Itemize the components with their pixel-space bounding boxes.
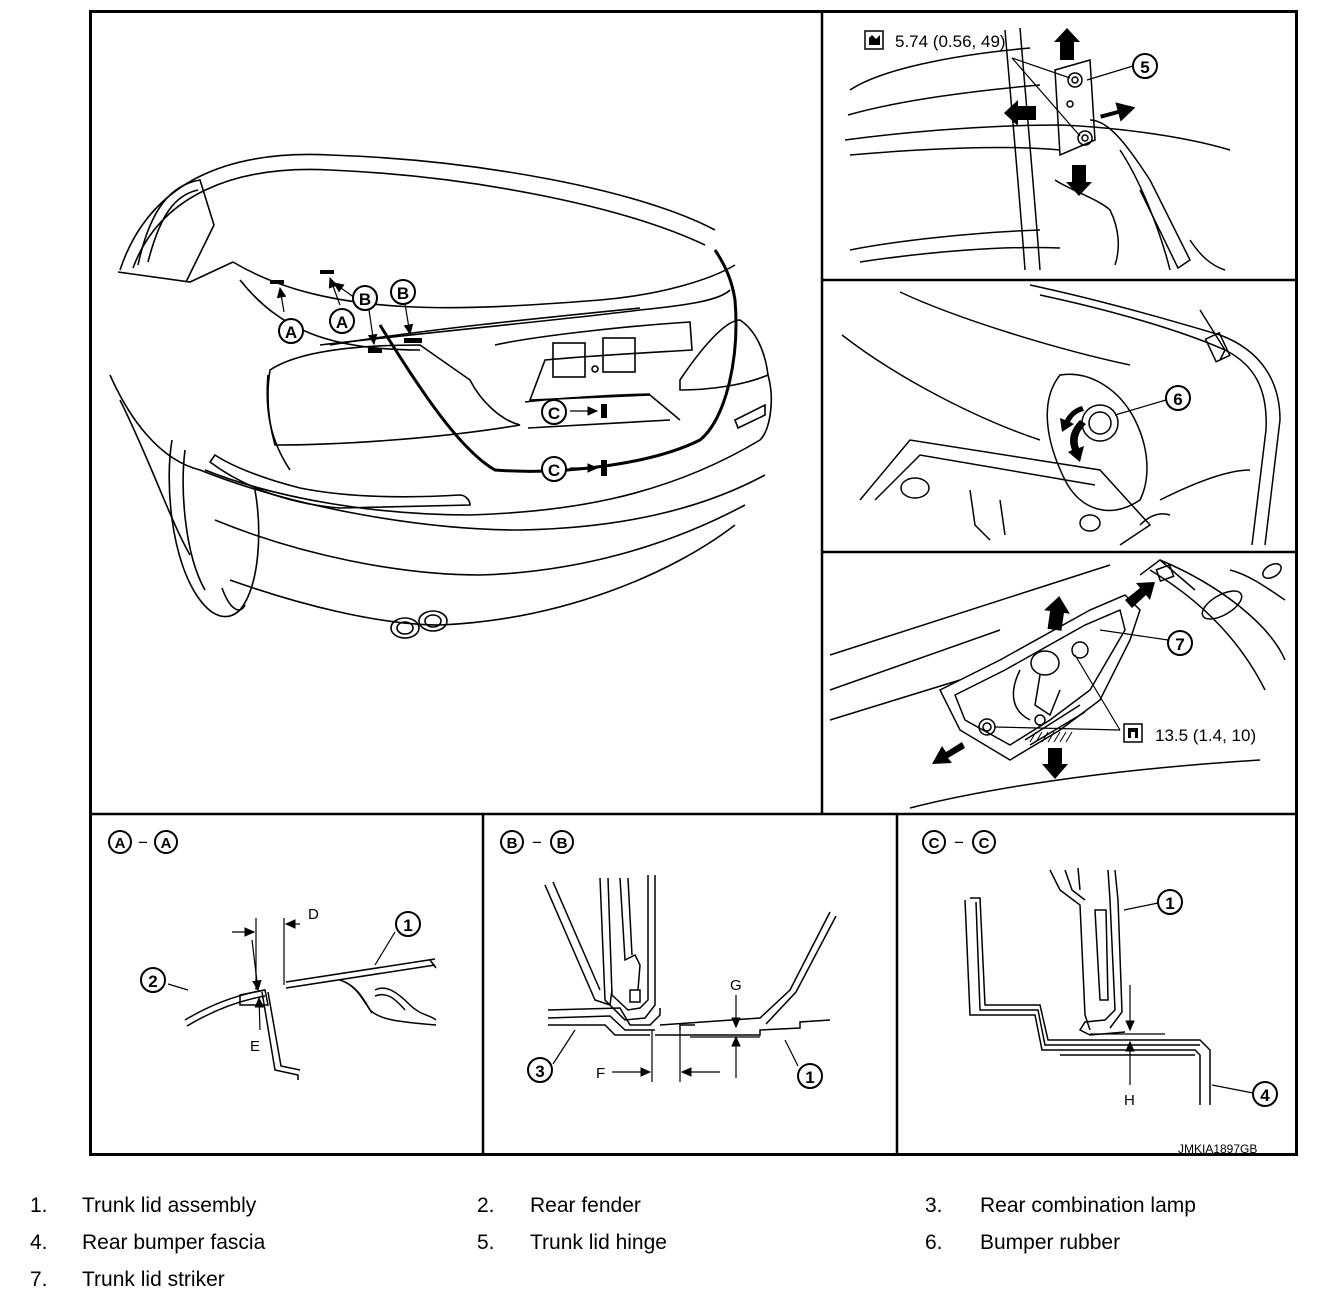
svg-text:C: C [929, 835, 940, 852]
svg-text:B: B [507, 835, 518, 852]
callout-B2: B [390, 279, 416, 305]
hinge-view [844, 27, 1231, 271]
svg-text:A: A [285, 323, 297, 342]
section-A-drawing [184, 958, 437, 1080]
diagram-frame [89, 10, 1298, 1156]
callout-7: 7 [1167, 630, 1193, 656]
section-B-title: B − B [500, 830, 574, 854]
svg-text:3: 3 [535, 1062, 544, 1081]
svg-text:A: A [336, 313, 348, 332]
striker-view [829, 559, 1286, 809]
callout-4: 4 [1252, 1081, 1278, 1107]
svg-text:C: C [548, 404, 560, 423]
bumper-rubber-view [841, 284, 1281, 546]
callout-5: 5 [1132, 53, 1158, 79]
gap-arrows [276, 276, 599, 473]
hinge-direction-arrows [1004, 28, 1136, 196]
leader-6 [1114, 399, 1167, 416]
gap-markers [270, 270, 607, 476]
dim-E [251, 939, 265, 1031]
callout-1-C: 1 [1157, 889, 1183, 915]
svg-text:−: − [532, 833, 542, 852]
svg-text:B: B [557, 835, 568, 852]
section-B-drawing [544, 875, 837, 1036]
svg-text:4: 4 [1260, 1086, 1270, 1105]
svg-text:B: B [397, 284, 409, 303]
dim-E-label: E [250, 1038, 260, 1055]
svg-text:A: A [161, 835, 172, 852]
striker-direction-arrows [932, 582, 1155, 779]
parts-legend: 1. Trunk lid assembly 2. Rear fender 3. … [30, 1194, 1196, 1291]
callout-3: 3 [527, 1057, 553, 1083]
svg-text:−: − [138, 833, 148, 852]
dim-D [232, 918, 300, 990]
torque-striker-label: 13.5 (1.4, 10) [1155, 726, 1256, 745]
hinge-leader-lines [1011, 57, 1134, 137]
callout-6: 6 [1165, 385, 1191, 411]
dim-F [612, 1030, 720, 1082]
dim-G [690, 995, 760, 1078]
svg-text:1: 1 [403, 916, 412, 935]
callout-A2: A [329, 308, 355, 334]
svg-text:B: B [359, 290, 371, 309]
svg-text:1: 1 [805, 1068, 814, 1087]
svg-text:1: 1 [1165, 894, 1174, 913]
torque-hinge-label: 5.74 (0.56, 49) [895, 32, 1006, 51]
dim-D-label: D [308, 906, 319, 923]
car-rear-view [109, 153, 773, 639]
torque-icon-hinge [864, 30, 884, 50]
callout-B1: B [352, 285, 378, 311]
callout-2: 2 [140, 967, 166, 993]
svg-text:6: 6 [1173, 390, 1182, 409]
dim-G-label: G [730, 977, 742, 994]
striker-spring [1029, 731, 1073, 743]
section-A-title: A − A [108, 830, 178, 854]
callout-1-A: 1 [395, 911, 421, 937]
callout-C1: C [541, 399, 567, 425]
callout-1-B: 1 [797, 1063, 823, 1089]
dim-H-label: H [1124, 1092, 1135, 1109]
panel-dividers [91, 12, 1296, 1153]
dim-H [1090, 985, 1165, 1085]
svg-text:−: − [954, 833, 964, 852]
svg-text:5: 5 [1140, 58, 1149, 77]
section-C-drawing [964, 867, 1211, 1105]
svg-text:2: 2 [148, 972, 157, 991]
callout-C2: C [541, 456, 567, 482]
svg-text:C: C [979, 835, 990, 852]
dim-F-label: F [596, 1065, 605, 1082]
svg-text:A: A [115, 835, 126, 852]
figure-code: JMKIA1897GB [1178, 1142, 1257, 1156]
trunk-lid-diagram: A A B B C C [91, 12, 1296, 1156]
section-C-title: C − C [922, 830, 996, 854]
torque-icon-striker [1123, 723, 1143, 743]
striker-leader-lines [994, 629, 1169, 731]
svg-text:7: 7 [1175, 635, 1184, 654]
rubber-rotate-arrows [1060, 406, 1086, 462]
callout-A1: A [278, 318, 304, 344]
svg-text:C: C [548, 461, 560, 480]
